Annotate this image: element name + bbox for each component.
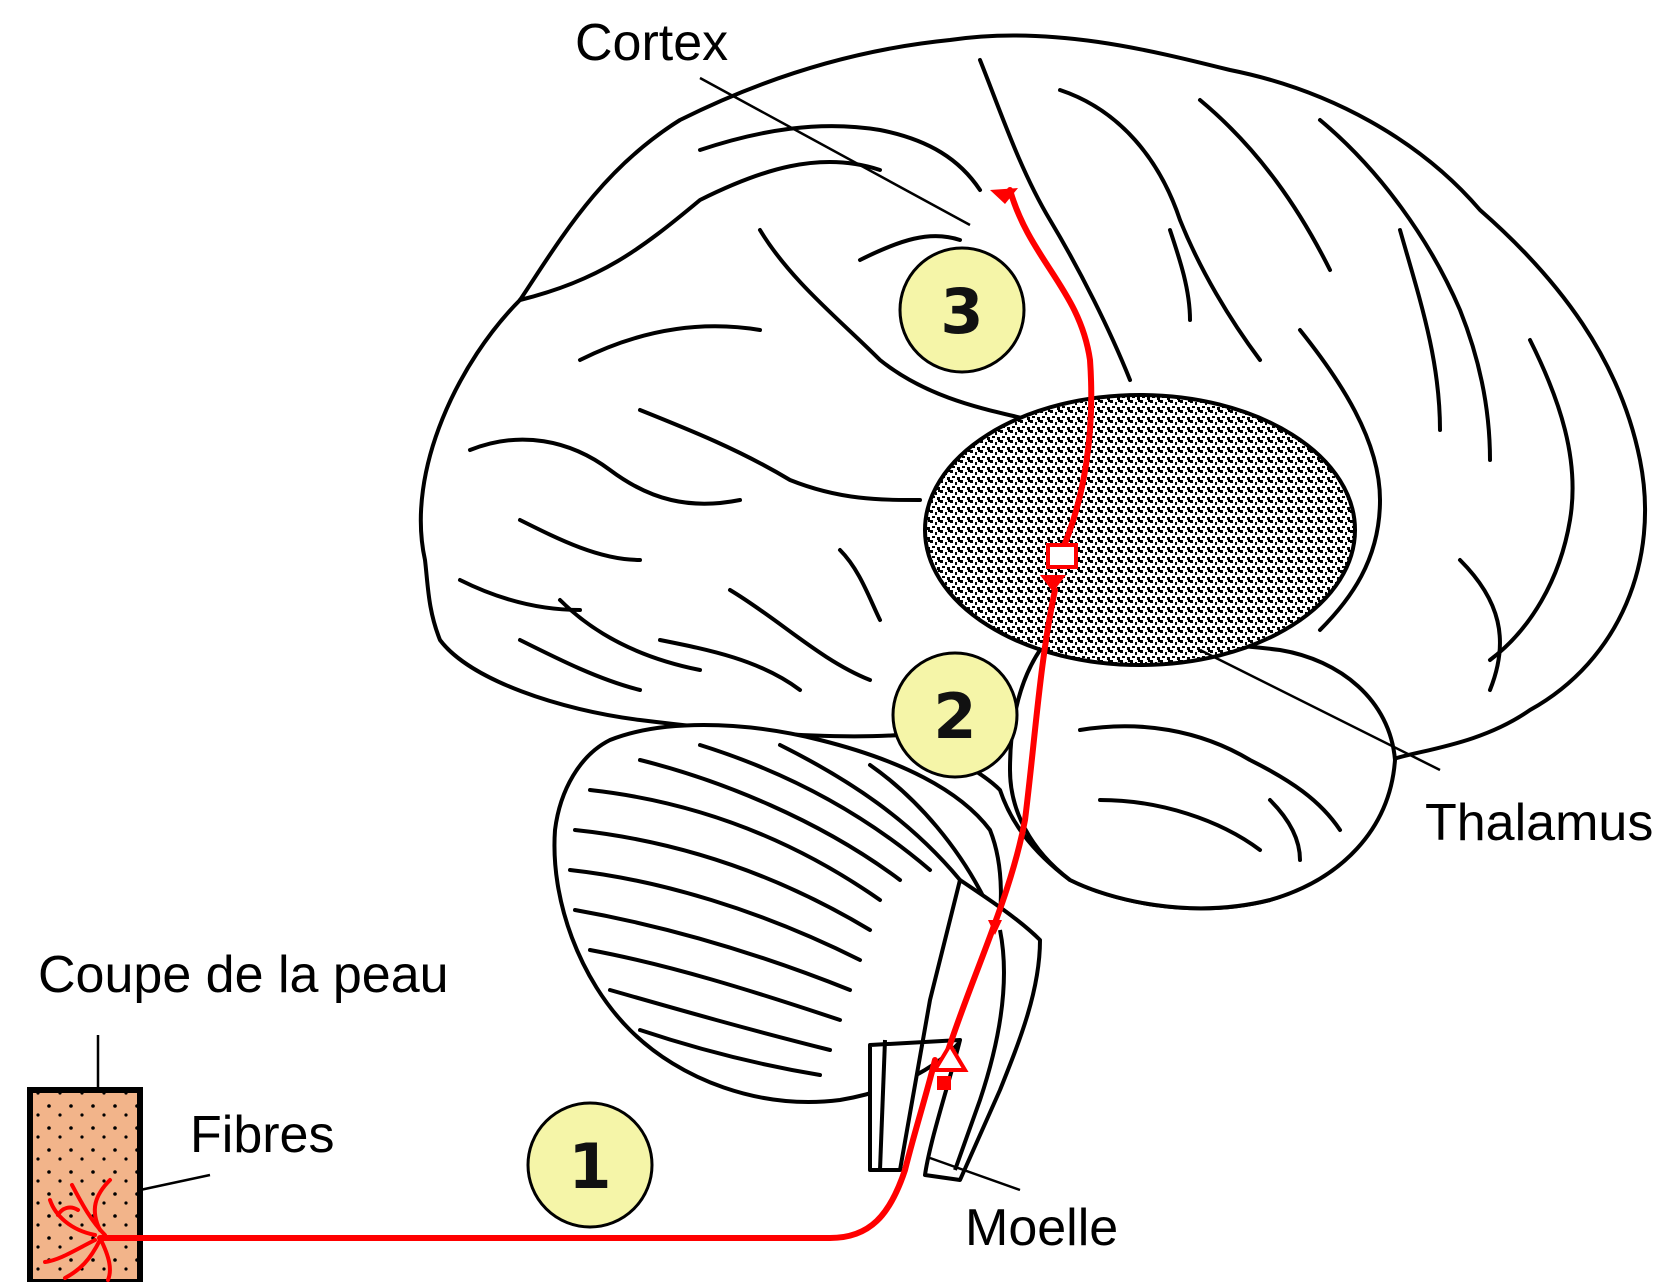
spinal-synapse-terminal: [937, 1076, 951, 1090]
temporal-lobe-outline: [1010, 643, 1395, 909]
marker-number: 2: [933, 680, 976, 753]
skin-section: [30, 1090, 140, 1282]
marker-number: 3: [940, 275, 983, 348]
marker-number: 1: [568, 1130, 611, 1203]
marker-2: 2: [893, 653, 1017, 777]
fibres-label: Fibres: [190, 1106, 334, 1164]
fibres-leader-line: [140, 1175, 210, 1190]
cerebellum: [554, 725, 1000, 1102]
temporal-lobe: [1010, 643, 1395, 909]
cerebellum-outline: [554, 725, 1000, 1102]
thalamic-synapse-marker: [1048, 545, 1076, 567]
moelle-label: Moelle: [965, 1199, 1118, 1257]
thalamus-label: Thalamus: [1425, 794, 1653, 852]
marker-1: 1: [528, 1103, 652, 1227]
coupe-label: Coupe de la peau: [38, 946, 449, 1004]
marker-3: 3: [900, 248, 1024, 372]
thalamus-region: [925, 395, 1355, 665]
cortex-label: Cortex: [575, 14, 728, 72]
